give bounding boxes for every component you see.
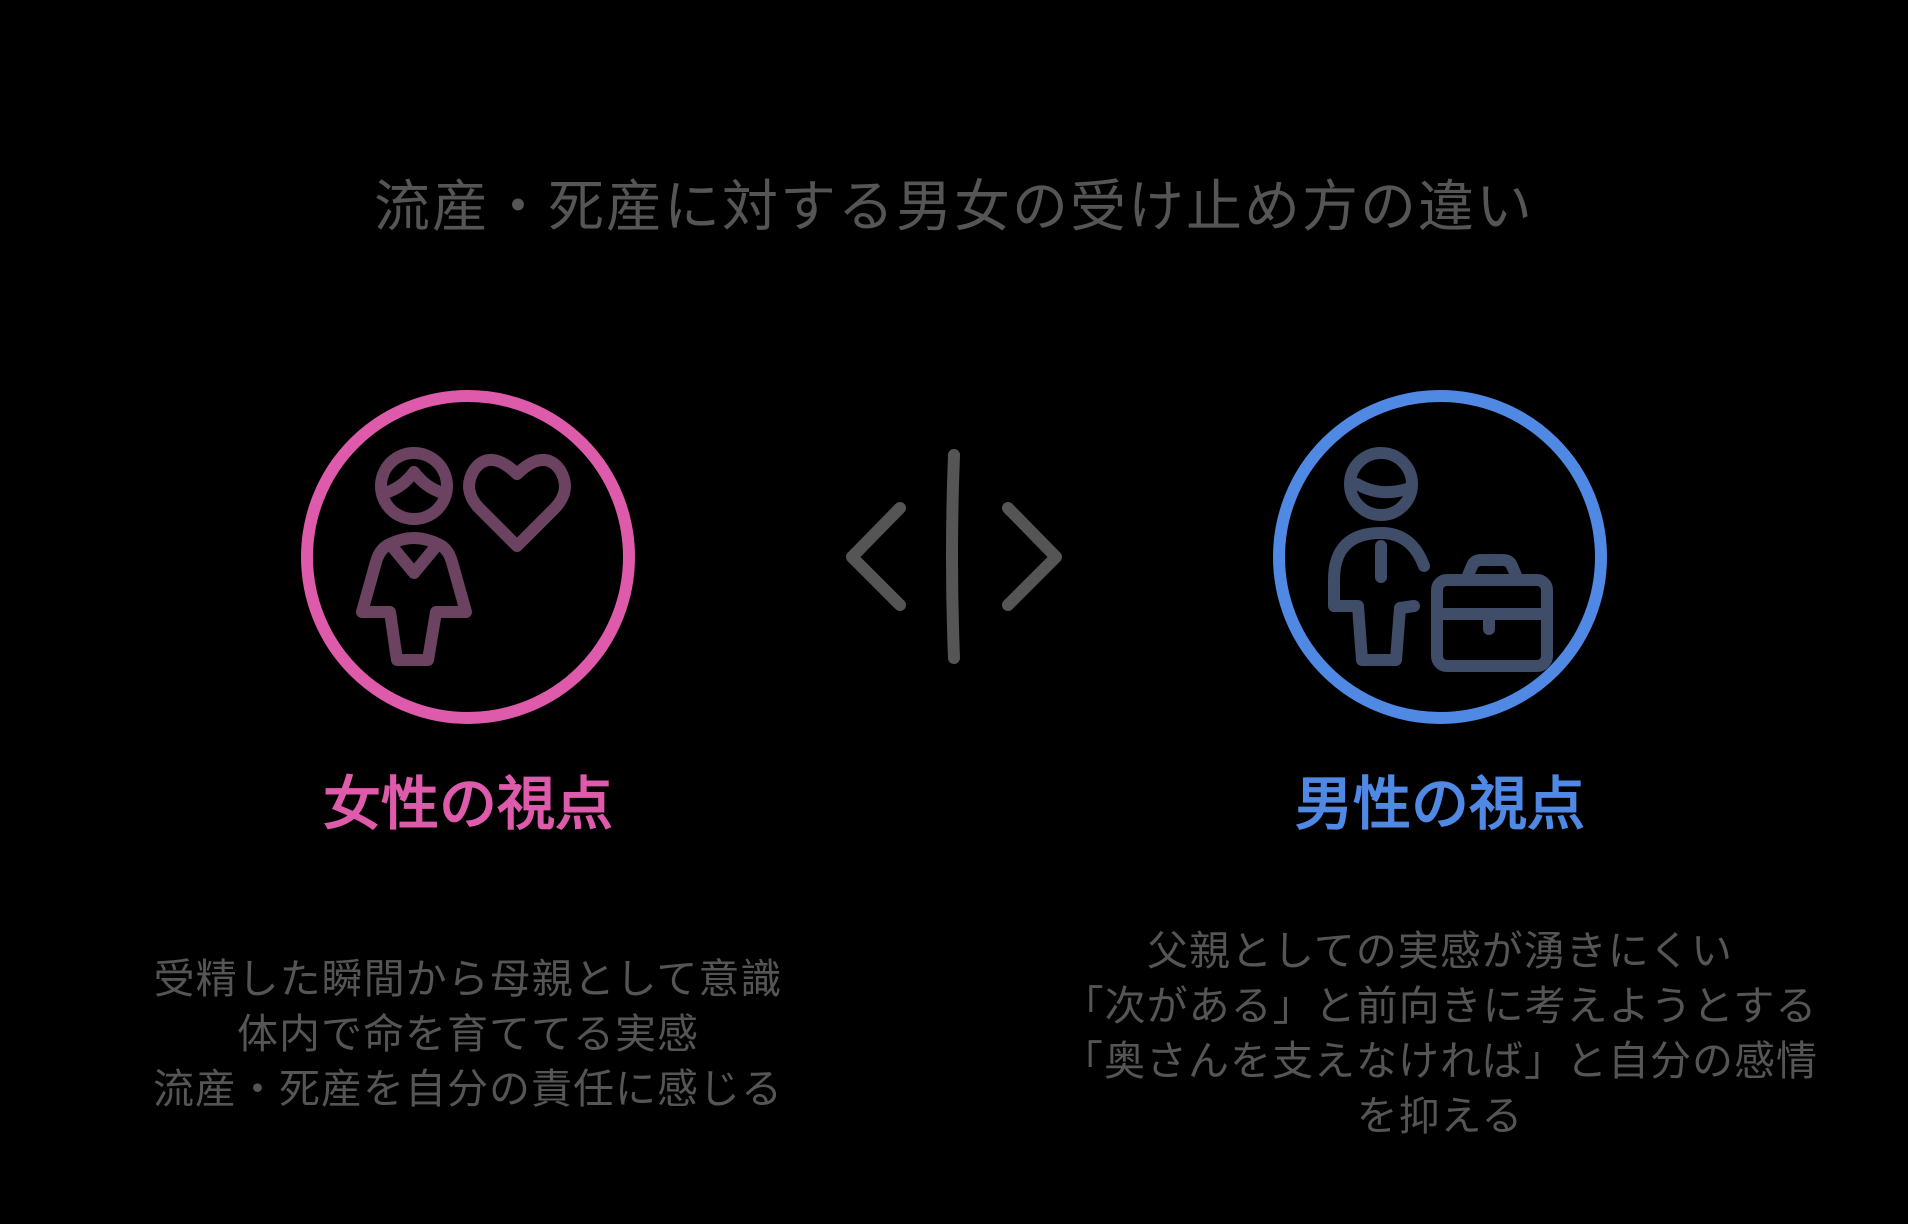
female-line: 流産・死産を自分の責任に感じる [153,1065,783,1113]
woman-with-heart-icon [356,447,571,666]
female-ring [301,390,635,724]
female-perspective-heading: 女性の視点 [322,770,613,838]
male-line: 父親としての実感が湧きにくい [1147,927,1733,975]
male-perspective-description: 父親としての実感が湧きにくい 「次がある」と前向きに考えようとする 「奥さんを支… [1040,924,1840,1144]
man-with-briefcase-icon [1328,447,1553,672]
male-ring [1273,390,1607,724]
male-line: を抑える [1356,1092,1524,1140]
male-line: 「次がある」と前向きに考えようとする [1062,982,1818,1030]
chevron-right-icon [1002,502,1062,611]
female-line: 受精した瞬間から母親として意識 [153,955,783,1003]
compare-split-icon [846,449,1062,664]
male-perspective-icon [1273,390,1607,724]
chevron-left-icon [846,502,906,611]
female-perspective-description: 受精した瞬間から母親として意識 体内で命を育ててる実感 流産・死産を自分の責任に… [68,952,868,1117]
diagram-title: 流産・死産に対する男女の受け止め方の違い [374,175,1534,240]
female-line: 体内で命を育ててる実感 [237,1010,699,1058]
divider-line [946,449,960,664]
male-perspective-heading: 男性の視点 [1294,770,1585,838]
male-line: 「奥さんを支えなければ」と自分の感情 [1062,1037,1818,1085]
female-perspective-icon [301,390,635,724]
